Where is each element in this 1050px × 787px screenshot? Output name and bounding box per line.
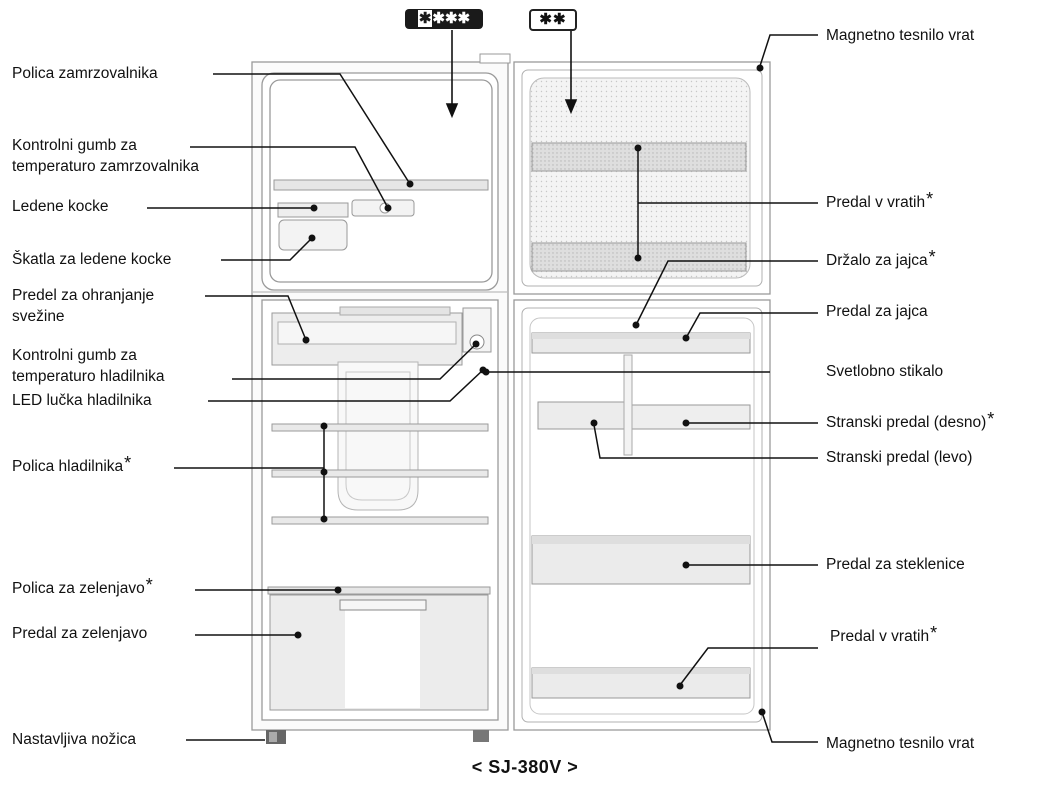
label-freshness-compartment-line1: Predel za ohranjanje [12,287,155,304]
freezer-rating-badge: ✱✱✱✱ [405,9,483,29]
label-bottle-pocket: Predal za steklenice [826,556,965,573]
fridge-shelf-2 [271,469,489,478]
fridge-shelf-3 [271,516,489,525]
asterisk-mark: * [145,575,153,595]
label-side-pocket-right-wrap: Stranski predal (desno)* [826,409,994,433]
freezer-door [513,61,771,295]
label-egg-tray: Predal za jajca [826,303,928,320]
label-freezer-temp-knob-line1: Kontrolni gumb za [12,137,137,154]
asterisk-mark: * [987,409,995,429]
label-magnetic-seal-top: Magnetno tesnilo vrat [826,27,975,44]
label-led-light: LED lučka hladilnika [12,392,152,409]
label-door-pocket-top: Predal v vratih [826,194,926,211]
leader-lines-right [593,34,818,743]
top-hinge [479,53,511,64]
label-freezer-shelf: Polica zamrzovalnika [12,65,158,82]
label-fridge-temp-knob-line2: temperaturo hladilnika [12,368,165,385]
label-vegetable-shelf-wrap: Polica za zelenjavo* [12,575,153,599]
label-ice-cube-box: Škatla za ledene kocke [12,251,172,268]
label-side-pocket-left: Stranski predal (levo) [826,449,973,466]
label-freshness-compartment-line2: svežine [12,308,65,325]
fridge-door [513,299,771,731]
label-adjustable-foot: Nastavljiva nožica [12,731,137,748]
freezer-rating-first-star: ✱ [417,10,433,27]
adjustable-foot-right [473,730,489,742]
label-egg-holder-wrap: Držalo za jajca* [826,247,936,271]
label-magnetic-seal-bottom: Magnetno tesnilo vrat [826,735,975,752]
badge-arrows [445,30,578,119]
freezer-shelf [273,179,489,191]
asterisk-mark: * [926,189,934,209]
leader-lines-left [147,73,770,741]
label-light-switch: Svetlobno stikalo [826,363,944,380]
label-side-pocket-right: Stranski predal (desno) [826,414,987,431]
label-fridge-shelf-wrap: Polica hladilnika* [12,453,131,477]
label-door-pocket-bottom: Predal v vratih [830,628,930,645]
label-vegetable-shelf: Polica za zelenjavo [12,580,145,597]
fridge-shelf-1 [271,423,489,432]
freezer-rating-stars: ✱✱✱ [432,10,471,27]
back-panel [337,361,419,511]
model-caption: < SJ-380V > [471,757,579,777]
label-door-pocket-top-wrap: Predal v vratih* [826,189,933,213]
leader-dots-right [482,64,766,716]
label-fridge-temp-knob-line1: Kontrolni gumb za [12,347,137,364]
asterisk-mark: * [928,247,936,267]
asterisk-mark: * [930,623,938,643]
asterisk-mark: * [124,453,132,473]
label-egg-holder: Držalo za jajca [826,252,928,269]
label-door-pocket-bottom-wrap: Predal v vratih* [830,623,937,647]
label-freezer-temp-knob-line2: temperaturo zamrzovalnika [12,158,199,175]
label-vegetable-drawer: Predal za zelenjavo [12,625,148,642]
leader-dots-left [294,180,487,639]
label-fridge-shelf: Polica hladilnika [12,458,124,475]
label-ice-cubes: Ledene kocke [12,198,109,215]
door-compartment-rating-badge: ✱✱ [529,9,577,31]
